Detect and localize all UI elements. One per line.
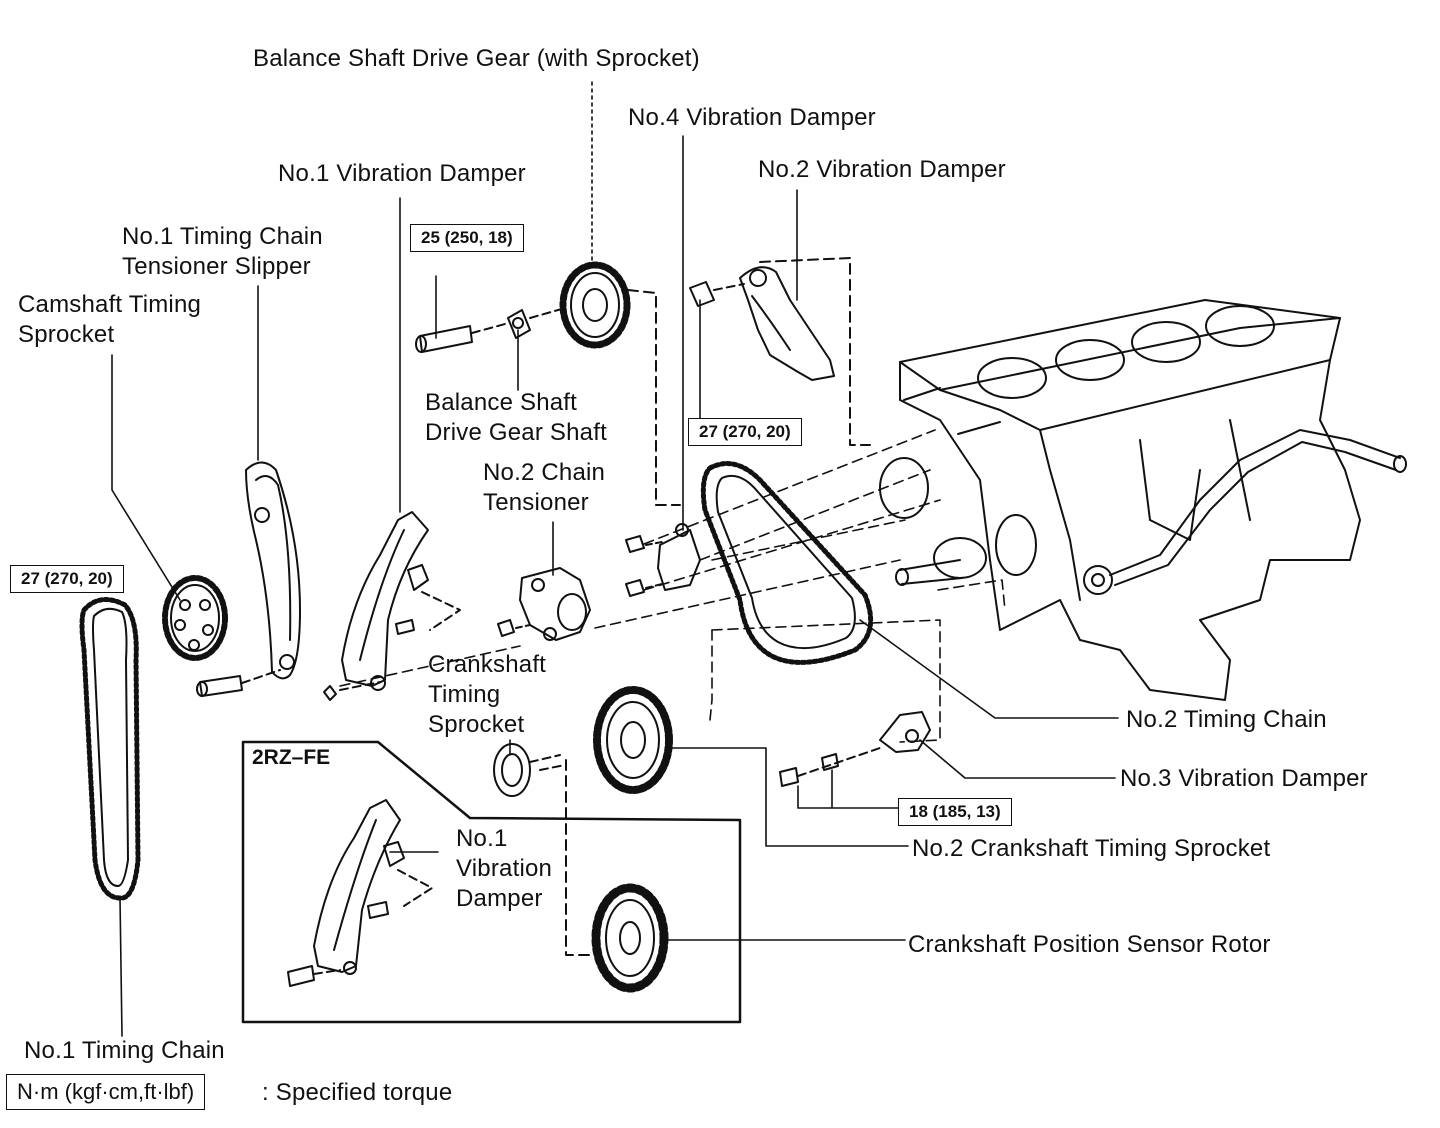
label-balance-shaft-drive-gear: Balance Shaft Drive Gear (with Sprocket) [253,45,700,72]
label-balance-shaft-drive-gear-shaft: Balance Shaft Drive Gear Shaft [425,389,607,446]
engine-block [880,300,1406,700]
tensioner-slipper [197,463,300,697]
legend-specified-torque: : Specified torque [262,1079,453,1106]
no4-vibration-damper [626,524,700,596]
no3-vibration-damper [780,712,930,786]
camshaft-sprocket [165,578,225,658]
label-no1-timing-chain: No.1 Timing Chain [24,1037,225,1064]
label-no2-vibration-damper: No.2 Vibration Damper [758,156,1006,183]
inset-variant-label: 2RZ–FE [252,746,331,769]
label-no2-chain-tensioner: No.2 Chain Tensioner [483,459,606,516]
no2-chain-tensioner [498,568,590,640]
leader-lines [112,82,1118,1036]
no2-crankshaft-sprocket [597,690,669,790]
inset-2rz-fe [243,742,740,1022]
torque-camshaft-sprocket-bolt: 27 (270, 20) [10,565,124,593]
label-no1-tensioner-slipper: No.1 Timing Chain Tensioner Slipper [122,223,323,280]
label-no1-vibration-damper: No.1 Vibration Damper [278,160,526,187]
torque-balance-gear-bolt: 25 (250, 18) [410,224,524,252]
torque-no3-damper-bolts: 18 (185, 13) [898,798,1012,826]
no2-vibration-damper [690,258,870,445]
label-no2-timing-chain: No.2 Timing Chain [1126,706,1327,733]
label-no4-vibration-damper: No.4 Vibration Damper [628,104,876,131]
label-inset-no1-vibration-damper: No.1 Vibration Damper [456,824,553,914]
label-crankshaft-position-sensor-rotor: Crankshaft Position Sensor Rotor [908,931,1271,958]
torque-no2-damper-bolt: 27 (270, 20) [688,418,802,446]
label-no3-vibration-damper: No.3 Vibration Damper [1120,765,1368,792]
label-crankshaft-timing-sprocket: Crankshaft Timing Sprocket [428,651,547,738]
crankshaft-timing-sprocket [494,744,560,796]
label-camshaft-timing-sprocket: Camshaft Timing Sprocket [18,291,202,348]
legend-torque-units: N·m (kgf·cm,ft·lbf) [6,1074,206,1110]
balance-shaft-gear-assembly [416,265,680,505]
no1-vibration-damper [324,512,460,700]
no2-timing-chain [703,464,870,663]
no1-timing-chain [82,600,138,899]
label-no2-crankshaft-timing-sprocket: No.2 Crankshaft Timing Sprocket [912,835,1271,862]
